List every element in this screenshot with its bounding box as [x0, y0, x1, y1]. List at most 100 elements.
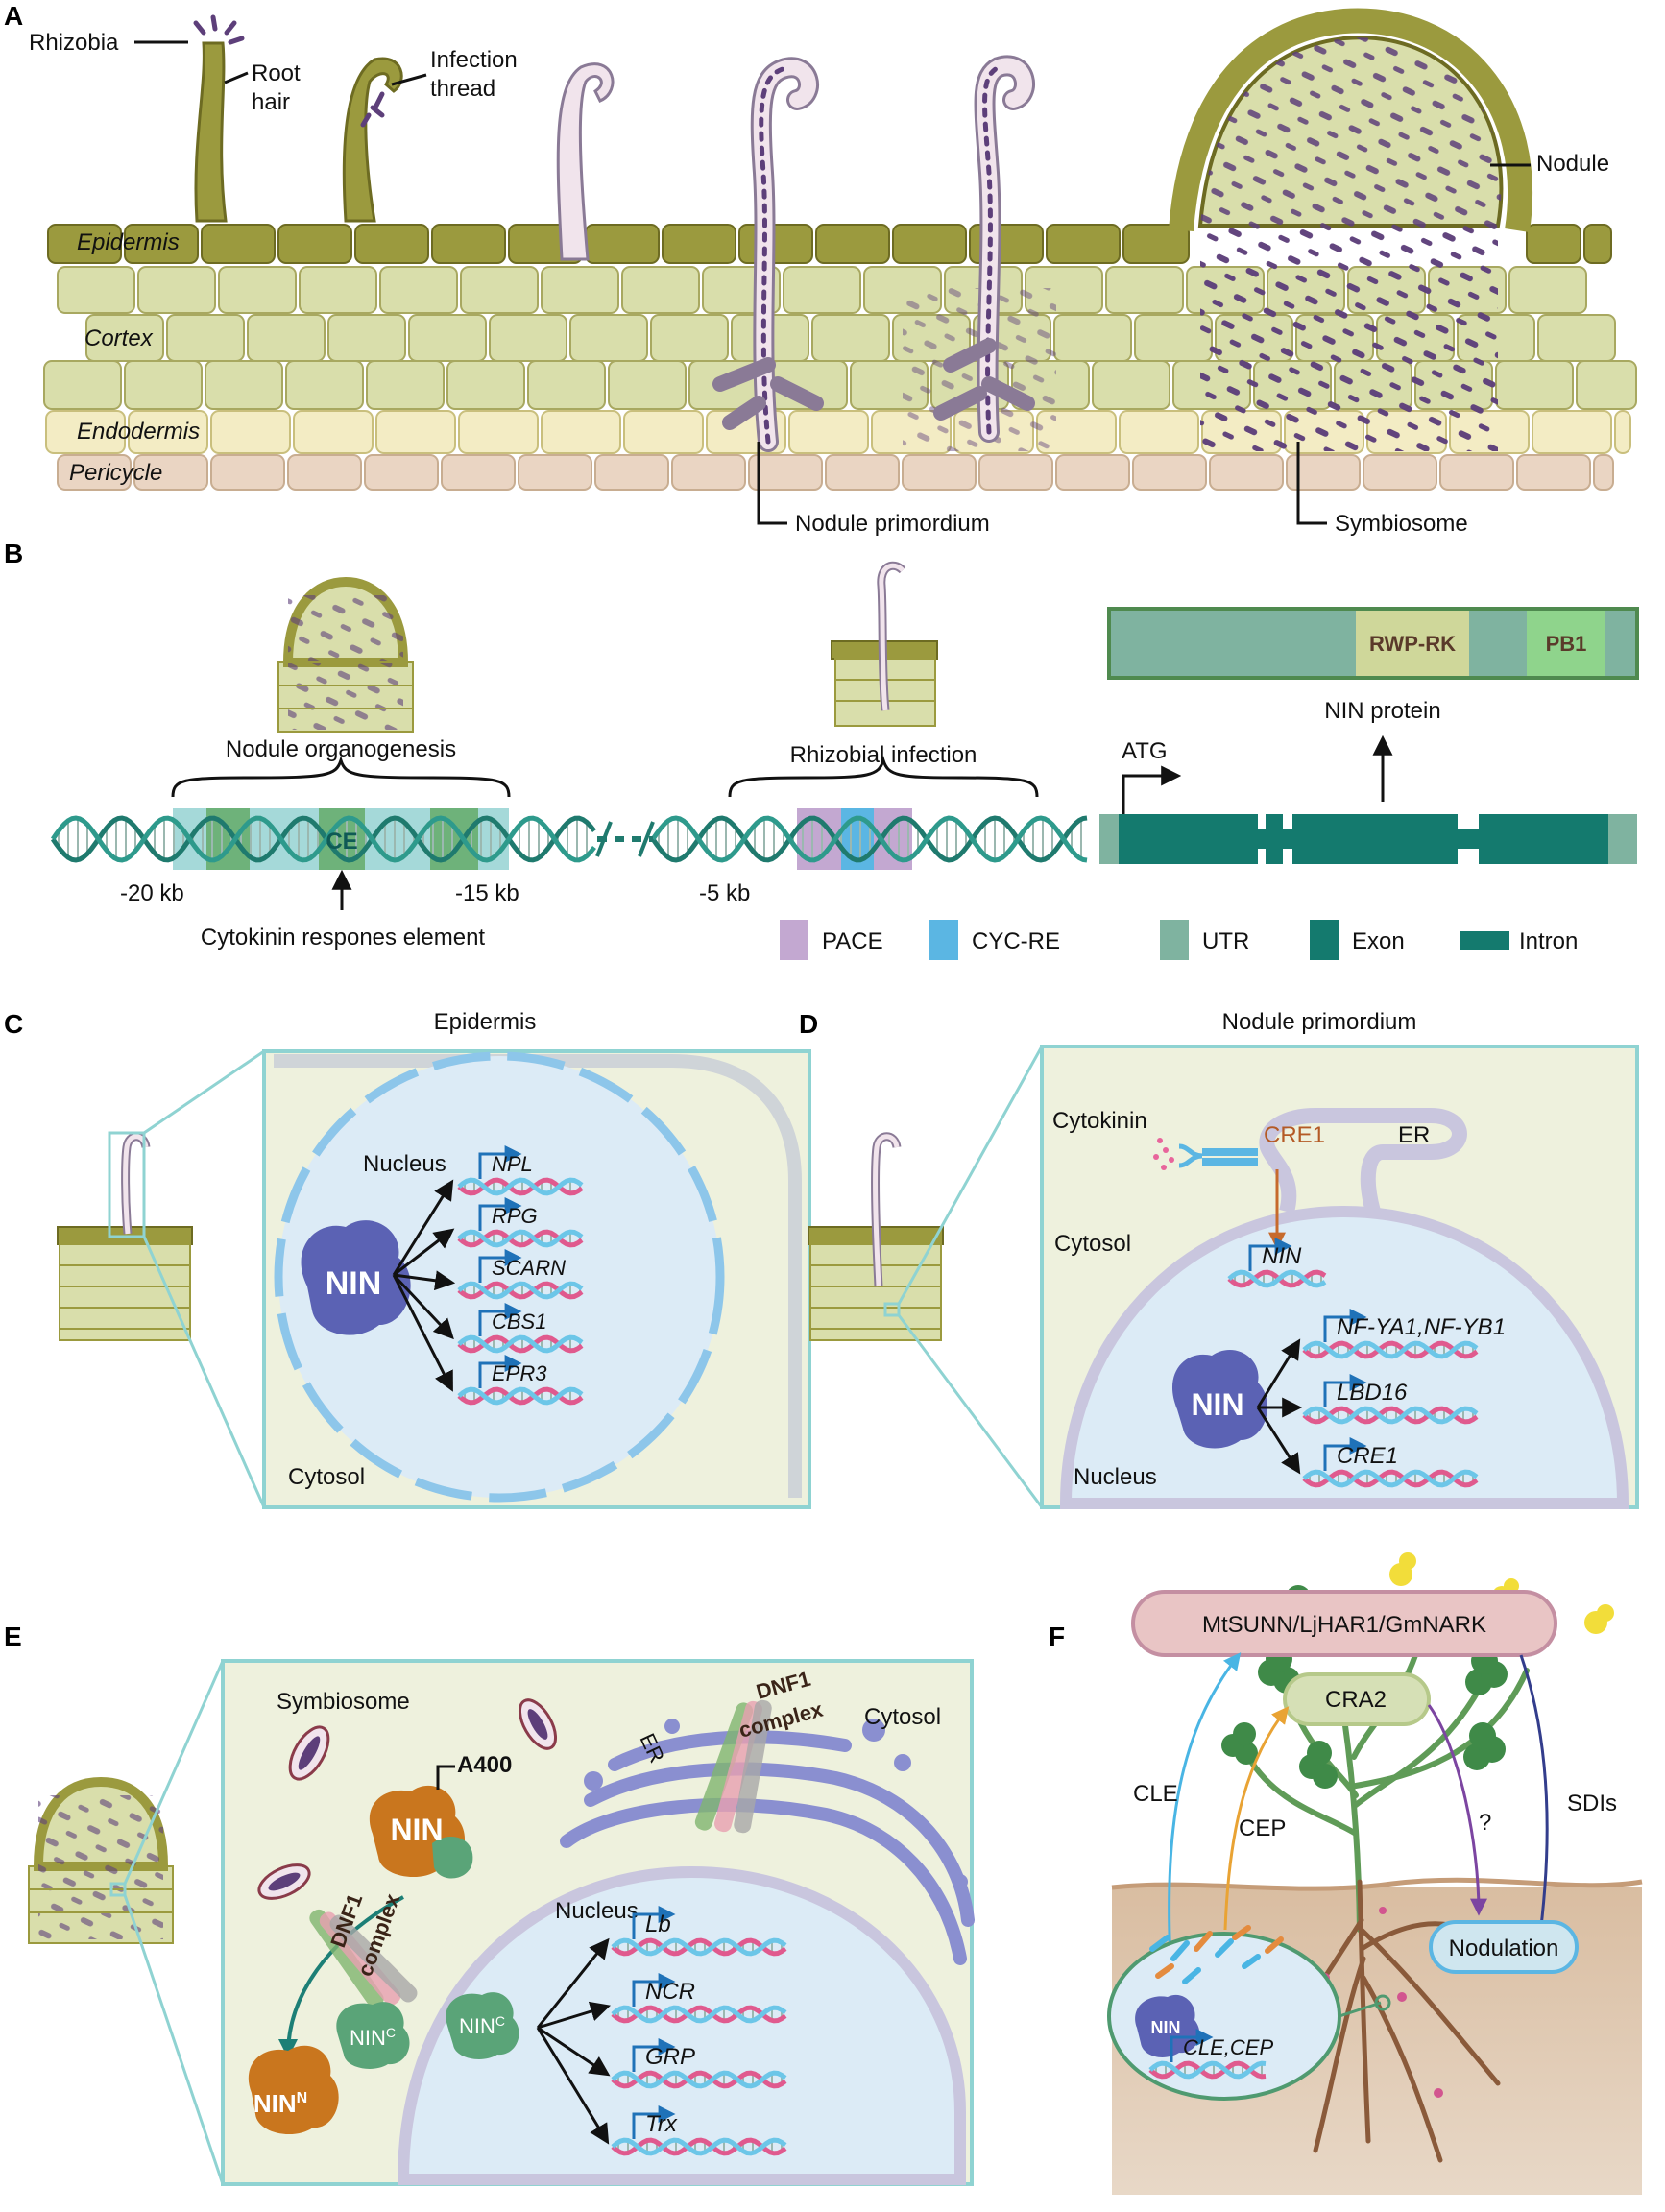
nin-c2-label: NINC: [459, 2013, 505, 2038]
cortex-cell: [85, 314, 164, 362]
symbiosome-label: Symbiosome: [1335, 511, 1468, 537]
endodermis-cell: [45, 410, 126, 454]
a400-pointer: [436, 1765, 455, 1790]
kb-15-label: -15 kb: [455, 880, 519, 906]
atg-label: ATG: [1122, 738, 1168, 764]
gene-c-1-promoter-arrow: [478, 1197, 522, 1231]
gene-e-0-promoter-arrow: [632, 1906, 676, 1939]
nin-label-c: NIN: [326, 1265, 382, 1302]
pericycle-cell: [594, 454, 669, 491]
nodule-primordium-title: Nodule primordium: [1222, 1009, 1417, 1035]
infection-thread-label-1: Infection: [430, 47, 518, 73]
gene-c-3-strand-1: [457, 1334, 584, 1354]
gene-d-nin-strand-2: [1227, 1269, 1327, 1288]
pericycle-cell: [1132, 454, 1207, 491]
cortex-cell: [527, 360, 606, 410]
cortex-cell: [460, 266, 539, 314]
pericycle-cell: [287, 454, 362, 491]
cle-label: CLE: [1133, 1781, 1178, 1807]
gene-e-0-strand-2: [611, 1937, 787, 1957]
epidermis-cell: [892, 224, 967, 264]
cytokinin-label: Cytokinin: [1052, 1108, 1147, 1134]
a400-label: A400: [457, 1752, 512, 1778]
gene-f-promoter-arrow: [1170, 2029, 1214, 2062]
kb-20-label: -20 kb: [120, 880, 184, 906]
cell-wall: [274, 1054, 802, 1498]
panel-e-letter: E: [4, 1622, 22, 1651]
pericycle-cell: [1593, 454, 1614, 491]
panel-a-labels: Rhizobia Root hair Infection thread Nodu…: [29, 30, 1609, 537]
gene-c-1-strand-1: [457, 1229, 584, 1248]
gene-e-1-strand-2: [611, 2005, 787, 2024]
kb-5-label: -5 kb: [699, 880, 750, 906]
nin-c-fragment-1: NINC: [336, 2002, 410, 2069]
pericycle-cell: [1363, 454, 1437, 491]
gene-d-2-strand-2: [1302, 1469, 1479, 1488]
endodermis-cell: [210, 410, 291, 454]
nin-c2-superscript: C: [495, 2013, 505, 2029]
gene-e-0-strand-1: [611, 1937, 787, 1957]
epidermis-cell: [1526, 224, 1581, 264]
epidermis-cell: [585, 224, 660, 264]
nin-label-d: NIN: [1191, 1387, 1243, 1422]
epidermis-cell: [815, 224, 890, 264]
gene-e-1-label: NCR: [645, 1979, 695, 2005]
legend-intron: Intron: [1519, 928, 1578, 954]
cre1-receptor-label: CRE1: [1264, 1122, 1325, 1148]
pericycle-cell: [671, 454, 746, 491]
epidermis-cell: [278, 224, 352, 264]
cytokinin-element-label: Cytokinin respones element: [201, 925, 485, 950]
cortex-cell: [327, 314, 406, 362]
infection-threads: [712, 55, 1035, 452]
panel-b-letter: B: [4, 539, 23, 568]
panel-b-legend: PACE CYC-RE UTR Exon Intron: [780, 920, 1578, 960]
cre1-receptor: [1178, 1143, 1258, 1168]
gene-d-nin-label: NIN: [1262, 1243, 1302, 1269]
nin-label-f: NIN: [1151, 2018, 1181, 2037]
panel-f: F: [1049, 1552, 1643, 2195]
pericycle-cell: [978, 454, 1053, 491]
cle-arrow: [1168, 1652, 1242, 1979]
cortex-cell: [1576, 360, 1637, 410]
epidermis-cell: [201, 224, 276, 264]
gene-c-0-label: NPL: [492, 1152, 533, 1176]
endodermis-label: Endodermis: [77, 419, 200, 445]
promoter-left-strand-2: [50, 815, 596, 863]
rhizobia-dashes: [193, 14, 385, 128]
cortex-cell: [124, 360, 203, 410]
endodermis-cell: [375, 410, 456, 454]
gene-c-0-strand-1: [457, 1177, 584, 1196]
legend-exon: Exon: [1352, 928, 1405, 954]
gene-c-0-promoter-arrow: [478, 1145, 522, 1179]
pericycle-cell: [57, 454, 132, 491]
nin-gene-d: NIN: [1227, 1238, 1327, 1288]
nodulation-box: [1429, 1920, 1579, 1974]
pericycle-cell: [441, 454, 516, 491]
cortex-cell: [57, 266, 135, 314]
pericycle-cell: [1516, 454, 1591, 491]
epidermis-cell: [47, 224, 122, 264]
epidermis-cell: [354, 224, 429, 264]
root-hair-2: [342, 57, 403, 223]
panel-b: B Nodule organogenesis Rhizobial infecti…: [4, 539, 1639, 960]
mini-tissue-c: [57, 1049, 266, 1508]
cortex-cell: [811, 314, 890, 362]
promoter-right-strand-1: [650, 815, 1088, 863]
question-label: ?: [1479, 1810, 1491, 1836]
gene-d-2-strand-1: [1302, 1469, 1479, 1488]
pericycle-cell: [364, 454, 439, 491]
receptor-box: [1131, 1590, 1557, 1657]
gene-d-0-strand-1: [1302, 1340, 1479, 1359]
cytosol-label-d: Cytosol: [1054, 1231, 1131, 1257]
cra2-label: CRA2: [1325, 1687, 1387, 1713]
gene-f-label: CLE,CEP: [1183, 2035, 1273, 2059]
pericycle-layer: [57, 454, 1614, 491]
legend-swatch-pace: [780, 920, 808, 960]
gene-e-2-label: GRP: [645, 2044, 695, 2070]
legend-pace: PACE: [822, 928, 883, 954]
cortex-cell: [541, 266, 619, 314]
rhizobial-infection-label: Rhizobial infection: [790, 742, 977, 768]
